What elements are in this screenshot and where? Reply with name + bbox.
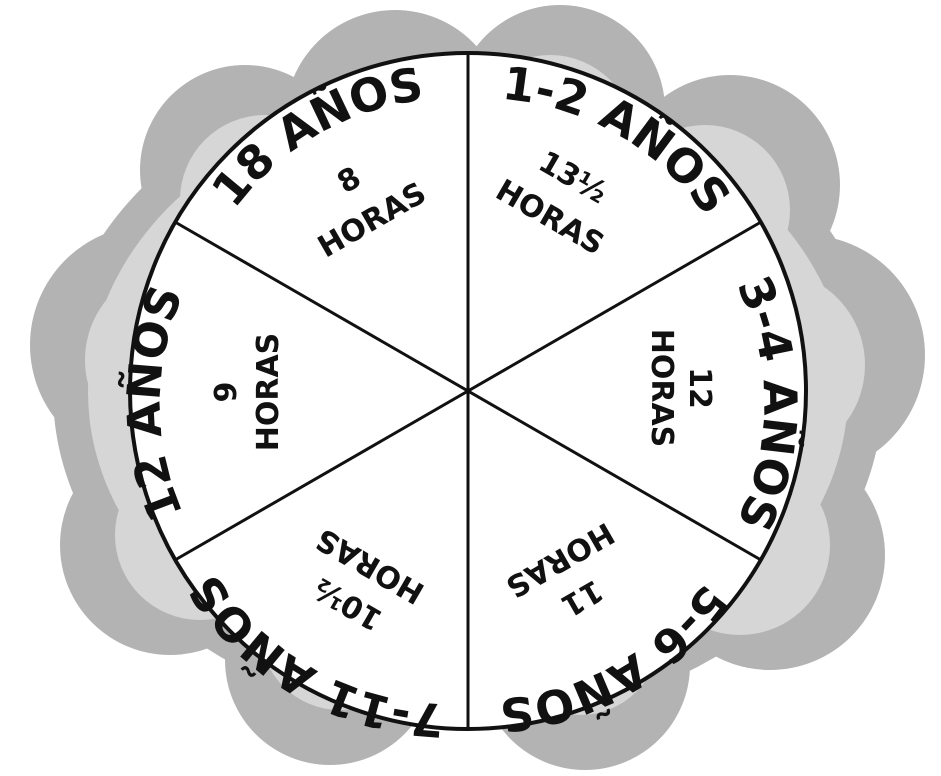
hours-value: 12 (682, 367, 717, 409)
hours-value: 9 (209, 382, 244, 403)
hours-unit: HORAS (251, 333, 286, 452)
hours-unit: HORAS (644, 329, 679, 448)
